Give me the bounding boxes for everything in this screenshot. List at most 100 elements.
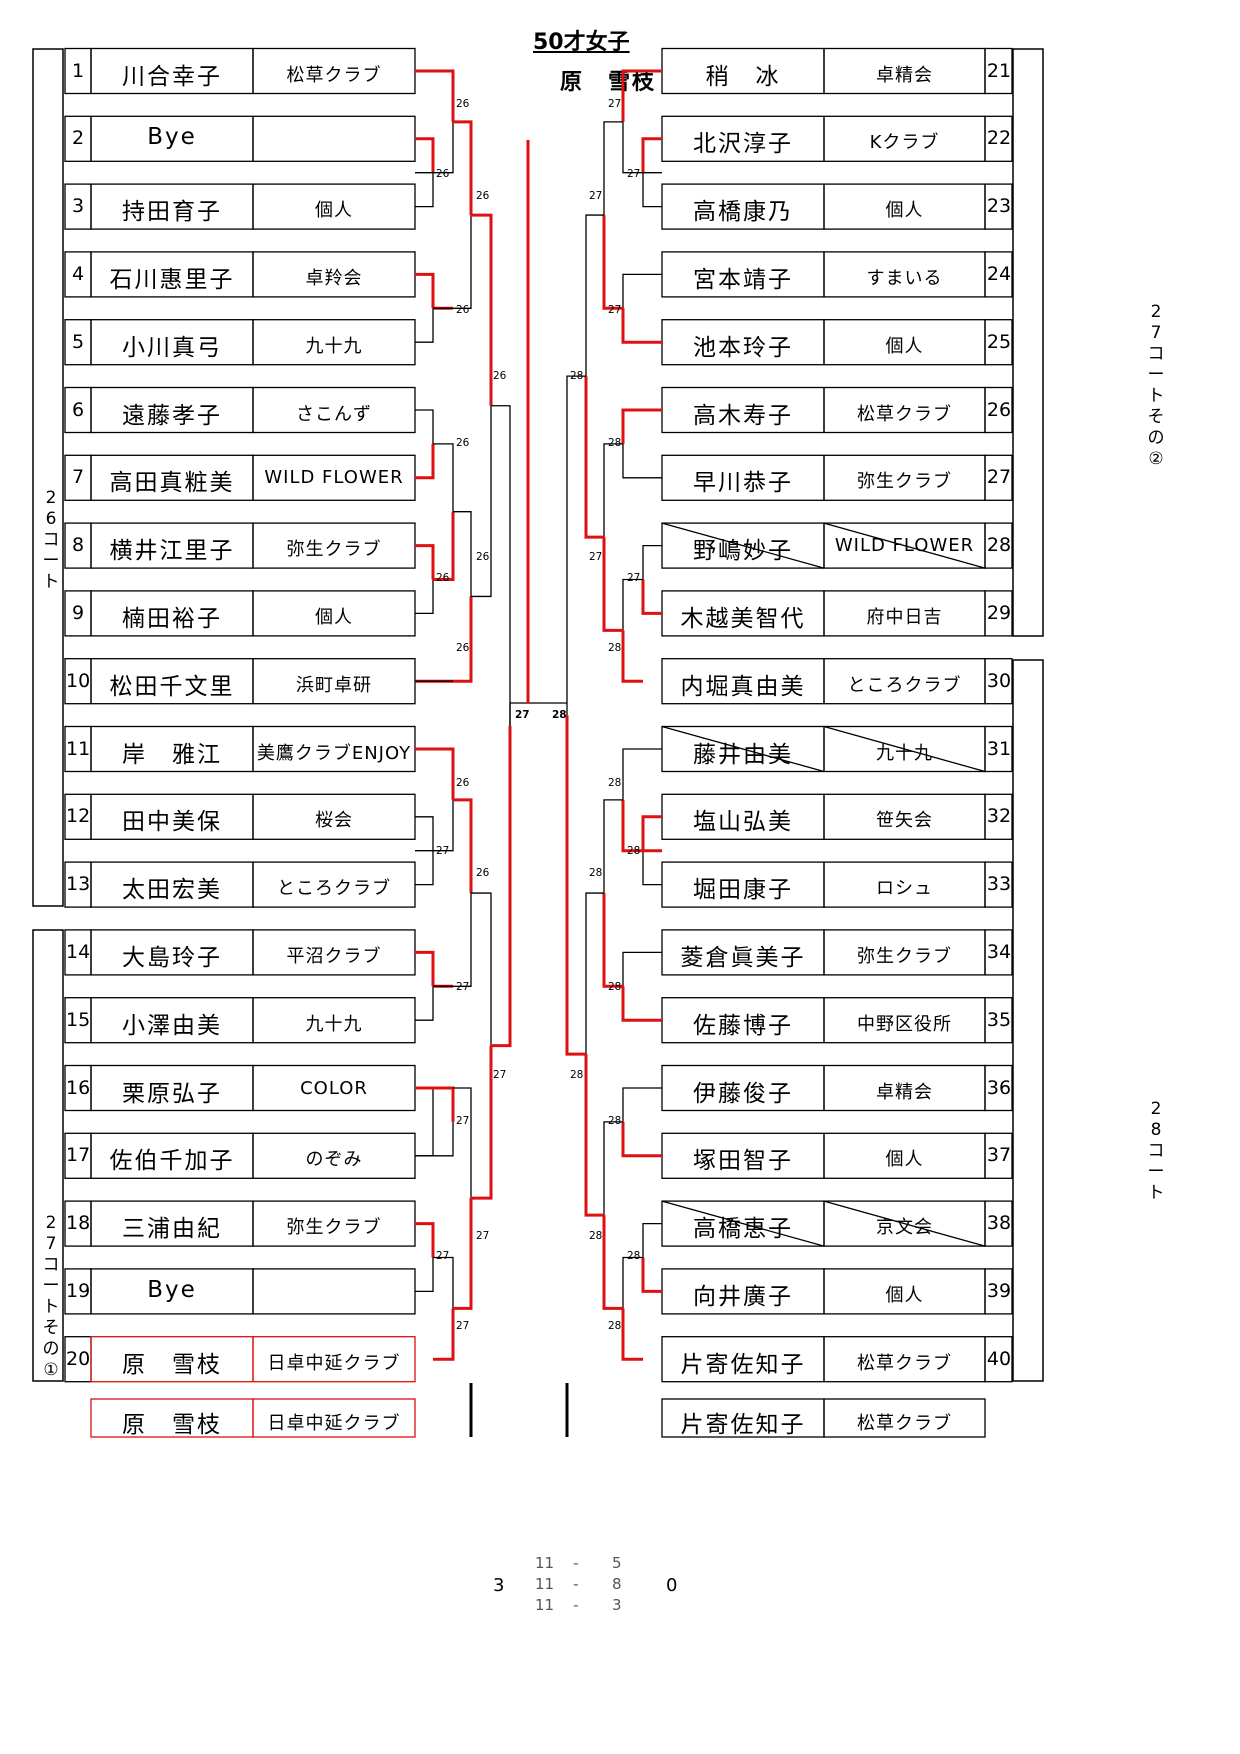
player-club: 個人 (885, 335, 924, 357)
bracket-path (641, 1257, 662, 1293)
court-number-label: 26 (456, 304, 470, 316)
seed-number-cell (984, 251, 1013, 298)
final-score-table: 11 - 5 11 - 8 11 - 3 (535, 1553, 622, 1616)
bracket-path (415, 1086, 455, 1122)
player-club-cell (252, 115, 416, 162)
bracket-path (642, 544, 662, 580)
player-name: 横井江里子 (109, 538, 235, 565)
player-name: 藤井由美 (693, 741, 793, 768)
player-club: Kクラブ (869, 132, 940, 154)
final-game-3: 11 - 3 (535, 1596, 622, 1614)
bracket-path (453, 511, 472, 597)
seed-number: 30 (986, 669, 1012, 692)
court-number-label: 28 (627, 1250, 641, 1262)
player-club: WILD FLOWER (834, 535, 975, 557)
seed-number: 39 (986, 1279, 1012, 1302)
player-club-cell (252, 1268, 416, 1315)
player-club: すまいる (866, 267, 943, 289)
bracket-path (584, 1054, 604, 1217)
bracket-path (622, 748, 662, 800)
player-name: 稍 冰 (705, 63, 781, 90)
seed-number: 20 (66, 1347, 91, 1370)
player-name: 北沢淳子 (693, 131, 793, 158)
player-club: 弥生クラブ (286, 539, 382, 561)
bracket-path (415, 1222, 435, 1258)
court-number-label: 27 (589, 551, 603, 563)
player-name: 高橋康乃 (693, 199, 793, 226)
court-number-label: 26 (476, 867, 490, 879)
bracket-path (433, 1256, 454, 1309)
final-game-2: 11 - 8 (535, 1575, 622, 1593)
player-club: 日卓中延クラブ (267, 1352, 401, 1374)
seed-number-cell (984, 319, 1013, 366)
court-number-label: 27 (627, 168, 641, 180)
player-name: 宮本靖子 (693, 266, 793, 293)
bracket-path (415, 747, 455, 800)
bracket-path (433, 1308, 455, 1361)
court-number-label: 27 (456, 1320, 470, 1332)
seed-number: 4 (71, 262, 85, 285)
court-box-left-bottom (32, 929, 64, 1382)
bracket-path (642, 172, 662, 208)
player-name: 太田宏美 (122, 877, 222, 904)
court-number-label: 27 (608, 98, 622, 110)
withdrawn-strike (823, 522, 986, 569)
bracket-path (415, 172, 434, 208)
player-club: 九十九 (876, 742, 933, 764)
player-name: 野嶋妙子 (693, 538, 793, 565)
player-name: 川合幸子 (122, 63, 222, 90)
player-name: 栗原弘子 (122, 1080, 222, 1107)
court-number-label: 28 (570, 1069, 584, 1081)
bracket-path (622, 443, 662, 479)
final-left-club: 日卓中延クラブ (267, 1413, 401, 1434)
player-club: 桜会 (315, 810, 353, 832)
final-right-club-cell (823, 1398, 986, 1438)
court-number-label: 28 (627, 845, 641, 857)
player-name: 塩山弘美 (693, 809, 793, 836)
seed-number: 6 (71, 398, 85, 421)
seed-number-cell (984, 1336, 1013, 1383)
seed-number: 27 (986, 466, 1012, 489)
bracket-path (622, 951, 662, 987)
court-number-label: 26 (493, 370, 507, 382)
court-number-label: 26 (476, 551, 490, 563)
bracket-path (622, 121, 662, 174)
seed-number: 11 (66, 737, 91, 760)
player-name: 堀田康子 (693, 877, 793, 904)
bracket-path (602, 537, 623, 632)
seed-number-cell (984, 861, 1013, 908)
court-label-right-bottom: 28コート (1147, 1099, 1165, 1203)
player-club: WILD FLOWER (264, 467, 404, 489)
seed-number: 34 (986, 940, 1012, 963)
bracket-path (621, 1308, 643, 1361)
player-name: 塚田智子 (693, 1148, 793, 1175)
bracket-path (603, 443, 623, 538)
player-club: ロシュ (876, 878, 933, 900)
player-club: ところクラブ (847, 674, 962, 696)
player-club: 卓精会 (876, 64, 933, 86)
seed-number: 21 (986, 59, 1012, 82)
seed-number: 23 (986, 195, 1012, 218)
bracket-path (509, 702, 567, 726)
player-club: 美鷹クラブENJOY (256, 742, 412, 764)
player-name: 小川真弓 (122, 334, 222, 361)
player-name: 木越美智代 (680, 605, 806, 632)
player-club: 弥生クラブ (286, 1217, 382, 1239)
final-left-games: 3 (493, 1575, 505, 1596)
court-number-label: 27 (456, 981, 470, 993)
bracket-path (453, 798, 473, 894)
champion-name: 原 雪枝 (560, 70, 657, 95)
court-number-label: 28 (608, 777, 622, 789)
bracket-path (585, 214, 604, 377)
player-club: 松草クラブ (857, 1352, 952, 1374)
bracket-path (621, 630, 643, 683)
seed-number: 14 (66, 940, 91, 963)
bracket-path (471, 892, 492, 1046)
court-box-right-top (1012, 48, 1044, 637)
seed-number-cell (984, 725, 1013, 773)
player-name: 佐伯千加子 (109, 1148, 235, 1175)
player-name: 内堀真由美 (680, 673, 806, 700)
court-number-label: 26 (456, 777, 470, 789)
bracket-path (415, 1257, 434, 1293)
